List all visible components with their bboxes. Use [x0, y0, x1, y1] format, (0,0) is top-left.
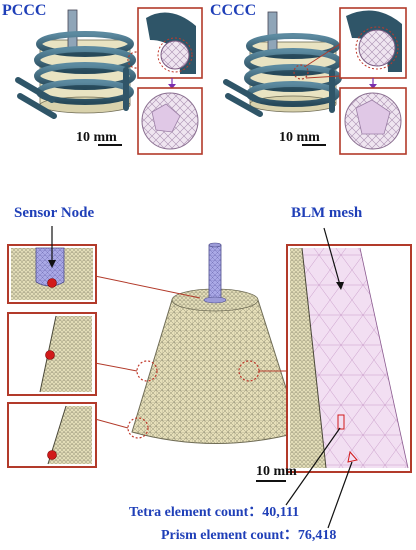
sensor-node-label: Sensor Node [14, 205, 95, 221]
count-pointer-lines [285, 427, 353, 529]
scale-label-top-right: 10 mm [279, 130, 320, 145]
pccc-coil-illustration [15, 9, 136, 119]
pccc-label: PCCC [2, 2, 47, 19]
cccc-label: CCCC [210, 2, 257, 19]
cccc-coil-illustration [223, 11, 342, 117]
upper-wall-zoom-panel [7, 312, 97, 396]
scale-label-bottom: 10 mm [256, 464, 297, 479]
upper-wall-sensor-marker [45, 350, 55, 360]
sensor-node-zoom-panel [7, 226, 97, 304]
pccc-rod [67, 9, 78, 49]
scale-label-top-left: 10 mm [76, 130, 117, 145]
mesh-cone [131, 242, 301, 444]
blm-mesh-panel [286, 227, 412, 473]
prism-count-label: Prism element count：76,418 [161, 528, 337, 543]
lower-wall-zoom-panel [7, 402, 97, 468]
lower-wall-sensor-marker [47, 450, 57, 460]
cccc-callouts [293, 7, 407, 155]
sensor-node-marker [47, 278, 57, 288]
tetra-count-label: Tetra element count：40,111 [129, 505, 300, 520]
blm-mesh-label: BLM mesh [291, 205, 363, 221]
pccc-callouts [127, 7, 203, 155]
mesh-cone-rod [208, 244, 222, 301]
cccc-rod [267, 11, 278, 51]
callout-lines [94, 275, 287, 429]
